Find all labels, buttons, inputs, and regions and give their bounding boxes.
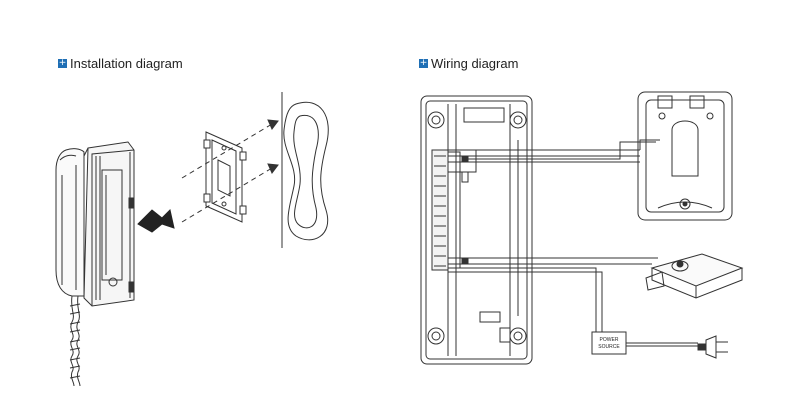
power-source-box: [591, 331, 627, 355]
wiring-diagram-title: Wiring diagram: [431, 56, 519, 71]
wiring-lines: [448, 139, 698, 347]
terminal-block: [431, 149, 469, 271]
installation-diagram-heading: + Installation diagram: [58, 56, 183, 71]
install-direction-arrow: [137, 209, 175, 233]
installation-diagram-title: Installation diagram: [70, 56, 183, 71]
wiring-diagram-heading: + Wiring diagram: [419, 56, 518, 71]
power-plug: [697, 335, 728, 359]
plus-square-icon: +: [58, 58, 67, 68]
power-source-label-line1: POWER: [600, 337, 619, 343]
wall-outline: [281, 92, 329, 248]
screw-arrowheads: [267, 119, 279, 174]
intercom-handset-unit: [55, 141, 135, 387]
wall-mounting-bracket: [203, 131, 247, 223]
power-source-label-line2: SOURCE: [598, 344, 620, 350]
outdoor-camera-unit: [637, 91, 733, 221]
plus-square-icon: +: [419, 58, 428, 68]
indoor-unit-backplate: [420, 95, 533, 365]
door-lock-unit: [645, 253, 744, 299]
